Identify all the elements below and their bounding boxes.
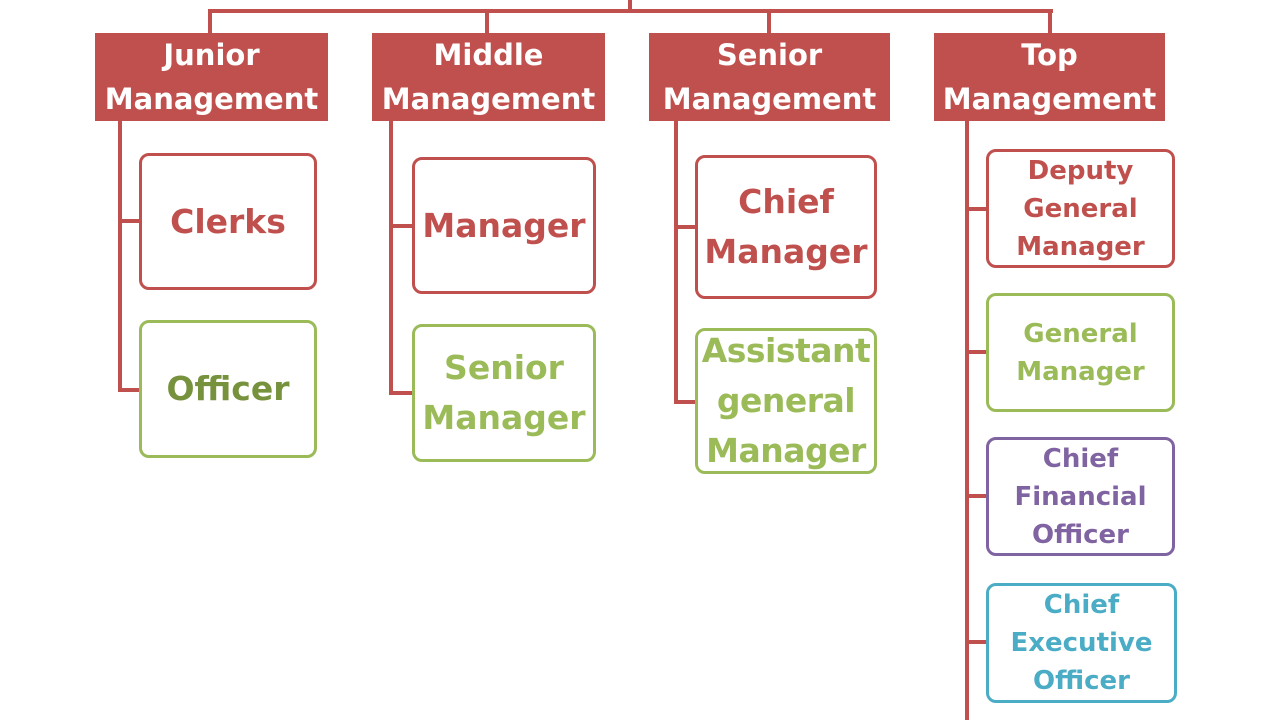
header-line-2: Management: [662, 82, 877, 116]
role-label: Chief Executive Officer: [1010, 590, 1153, 696]
role-box-manager: Manager: [412, 157, 596, 294]
header-line-1: Top: [1021, 38, 1078, 72]
branch-stub: [389, 391, 415, 395]
role-box-assistant-general-manager: Assistant general Manager: [695, 328, 877, 474]
role-box-chief-executive-officer: Chief Executive Officer: [986, 583, 1177, 703]
branch-trunk-top: [965, 121, 969, 720]
branch-stub: [118, 388, 142, 392]
role-label: Manager: [422, 205, 586, 245]
drop-line-top: [1048, 9, 1052, 34]
drop-line-middle: [485, 9, 489, 34]
top-connector-line: [208, 9, 1053, 13]
role-label: Assistant general Manager: [701, 331, 871, 470]
header-line-2: Management: [381, 82, 596, 116]
role-label: General Manager: [1016, 318, 1145, 387]
role-label: Chief Financial Officer: [1014, 443, 1147, 550]
branch-stub: [118, 219, 142, 223]
branch-stub: [674, 400, 698, 404]
branch-stub: [965, 640, 989, 644]
header-line-1: Senior: [716, 38, 823, 72]
role-box-chief-manager: Chief Manager: [695, 155, 877, 299]
header-line-1: Junior: [163, 38, 260, 72]
header-line-2: Management: [942, 82, 1157, 116]
role-box-general-manager: General Manager: [986, 293, 1175, 412]
role-label: Clerks: [170, 201, 286, 241]
header-senior-management: Senior Management: [649, 33, 890, 121]
role-label: Chief Manager: [704, 182, 868, 271]
drop-line-junior: [208, 9, 212, 34]
role-label: Deputy General Manager: [1016, 155, 1145, 262]
branch-stub: [965, 494, 989, 498]
header-middle-management: Middle Management: [372, 33, 605, 121]
branch-trunk-junior: [118, 121, 122, 392]
drop-line-senior: [767, 9, 771, 34]
branch-stub: [389, 224, 415, 228]
header-top-management: Top Management: [934, 33, 1165, 121]
header-junior-management: Junior Management: [95, 33, 328, 121]
role-box-chief-financial-officer: Chief Financial Officer: [986, 437, 1175, 556]
role-box-officer: Officer: [139, 320, 317, 458]
role-label: Senior Manager: [422, 348, 586, 437]
branch-trunk-senior: [674, 121, 678, 404]
top-root-stub: [628, 0, 632, 11]
header-line-2: Management: [104, 82, 319, 116]
branch-stub: [674, 225, 698, 229]
role-label: Officer: [166, 369, 290, 408]
role-box-clerks: Clerks: [139, 153, 317, 290]
branch-stub: [965, 350, 989, 354]
header-line-1: Middle: [433, 38, 544, 72]
role-box-deputy-general-manager: Deputy General Manager: [986, 149, 1175, 268]
branch-stub: [965, 207, 989, 211]
branch-trunk-middle: [389, 121, 393, 395]
role-box-senior-manager: Senior Manager: [412, 324, 596, 462]
